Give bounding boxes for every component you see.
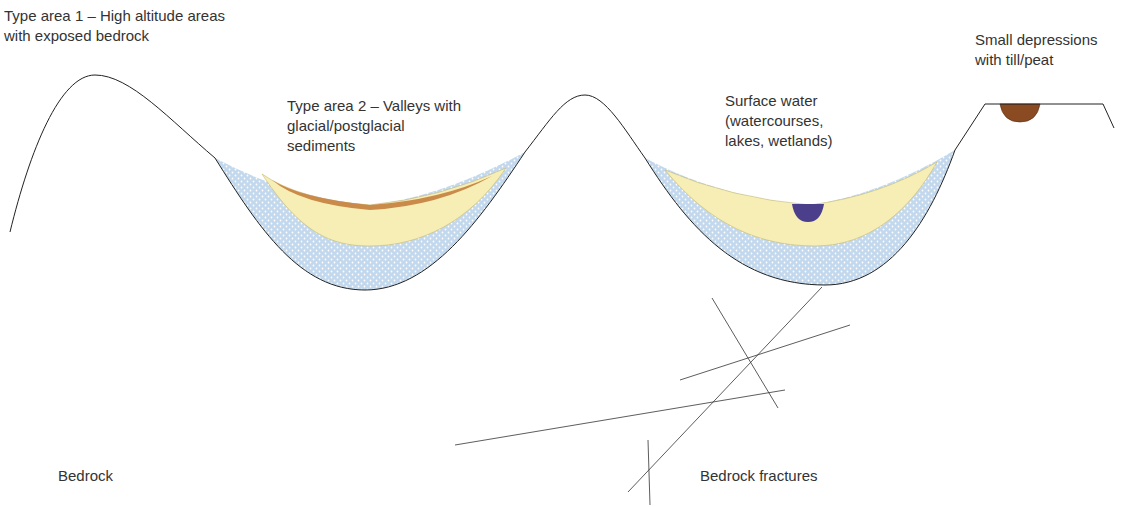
sediment-layer [262,168,506,246]
peat-layer [272,176,492,210]
bedrock-profile [10,75,1114,290]
area-label: Type area 2 – Valleys with glacial/postg… [287,96,465,156]
rock-label: Bedrock [58,466,178,486]
rock-label: Bedrock fractures [700,466,900,486]
lake [792,204,824,222]
till-layer [215,152,525,290]
till-peat-depression [1000,104,1040,122]
sediment-layer [665,162,937,246]
till-layer [645,150,955,285]
feature-label: Small depressions with till/peat [975,30,1110,70]
area-label: Type area 1 – High altitude areas with e… [4,6,249,46]
feature-label: Surface water (watercourses, lakes, wetl… [725,91,853,151]
